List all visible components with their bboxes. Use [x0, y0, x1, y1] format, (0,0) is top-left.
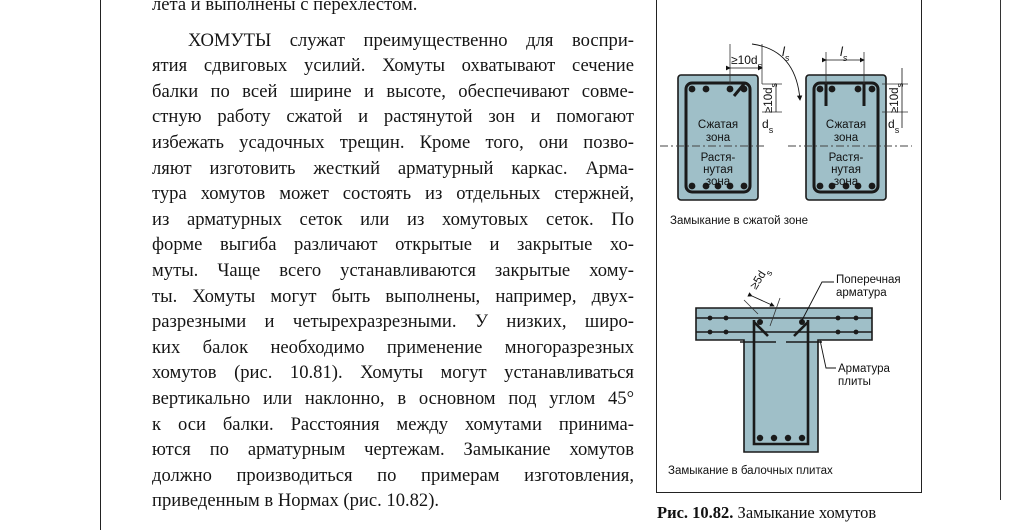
figure-title: Замыкание хомутов [737, 503, 877, 522]
text-line: форме выгиба различают открытые и закрыт… [152, 234, 634, 256]
ds-label: d [888, 117, 895, 131]
figure-number: Рис. 10.82. [657, 503, 734, 522]
beam-section-right: Сжатая зона Растя- нутая зона [788, 74, 912, 201]
tension-zone-label: зона [834, 176, 859, 188]
svg-text:ds: ds [888, 117, 900, 135]
ds-subscript: s [769, 83, 779, 88]
compressed-zone-label: Сжатая [698, 119, 738, 131]
tension-zone-label: Растя- [701, 152, 736, 164]
text-line: ких балок необходимо применение многораз… [152, 336, 634, 358]
tension-zone-label: нутая [703, 164, 733, 176]
ls-label: l [782, 44, 786, 59]
stirrup-closure-figure: Сжатая зона Растя- нутая зона ≥10ds ≥10d… [660, 43, 912, 477]
body-text-column: лета и выполнены с перехлестом. ХОМУТЫ с… [152, 0, 634, 514]
stirrups-paragraph: ХОМУТЫ служат преимущественно для воспри… [152, 28, 634, 514]
transverse-rebar-callout: Поперечная арматура [799, 274, 901, 325]
dim-10ds-label: ≥10d [731, 53, 758, 67]
text-line: разрезными и четырехразрезными. У низких… [152, 311, 634, 333]
svg-text:ls: ls [840, 44, 848, 63]
svg-text:≥10ds: ≥10ds [731, 53, 763, 71]
ds-label: d [762, 117, 769, 131]
dimensions-left: ≥10ds ≥10ds ds ls [726, 43, 803, 135]
text-line: балки по всей ширине и высоте, обеспечив… [152, 80, 634, 102]
text-line: муты. Чаще всего устанавливаются закрыты… [152, 259, 634, 281]
text-line: ХОМУТЫ служат преимущественно для воспри… [188, 29, 634, 51]
compressed-zone-label: зона [834, 132, 859, 144]
compressed-zone-label: Сжатая [826, 119, 866, 131]
ds-subscript: s [758, 61, 763, 71]
svg-text:ls: ls [782, 44, 790, 63]
page-right-rule [1000, 0, 1001, 500]
text-line: должно производиться по примерам изготов… [152, 464, 634, 486]
text-line: лета и выполнены с перехлестом. [152, 0, 418, 15]
bottom-figure-caption: Замыкание в балочных плитах [668, 465, 833, 477]
text-line: ятия сдвиговых усилий. Хомуты охватывают… [152, 55, 634, 77]
ls-subscript: s [785, 53, 790, 63]
dim-10ds-vert-label: ≥10d [889, 88, 901, 114]
text-line: из арматурных сеток или из хомутовых сет… [152, 208, 634, 230]
text-line: приведенным в Нормах (рис. 10.82). [152, 490, 440, 512]
top-figure-caption: Замыкание в сжатой зоне [670, 215, 808, 227]
text-line: ты. Хомуты могут быть выполнены, наприме… [152, 285, 634, 307]
text-line: ются по арматурным чертежам. Замыкание х… [152, 439, 634, 461]
slab-rebar-callout: Арматура плиты [819, 339, 891, 388]
svg-text:≥10ds: ≥10ds [889, 83, 905, 114]
dim-10ds-vert-label: ≥10d [763, 88, 775, 114]
text-line: избежать усадочных трещин. Кроме того, о… [152, 131, 634, 153]
ls-subscript: s [843, 53, 848, 63]
tension-zone-label: зона [706, 176, 731, 188]
slab-rebar-label: Арматура [838, 363, 891, 375]
ds-subscript: s [895, 83, 905, 88]
tension-zone-label: нутая [831, 164, 861, 176]
compressed-zone-label: зона [706, 132, 731, 144]
slab-rebar-label: плиты [838, 376, 871, 388]
beam-section-left: Сжатая зона Растя- нутая зона [660, 74, 766, 201]
svg-text:ds: ds [762, 117, 774, 135]
text-line: к оси балки. Расстояния между хомутами п… [152, 413, 634, 435]
figure-frame [656, 0, 922, 493]
svg-text:≥5ds: ≥5ds [748, 265, 774, 294]
ds-subscript: s [769, 125, 774, 135]
text-line: вертикально или наклонно, в основном под… [152, 387, 634, 409]
ds-subscript: s [764, 268, 775, 278]
ds-subscript: s [895, 125, 900, 135]
tension-zone-label: Растя- [829, 152, 864, 164]
ls-label: l [840, 44, 844, 59]
text-line: тура хомутов может состоять из отдельных… [152, 183, 634, 205]
text-line: ляют изготовить жесткий арматурный карка… [152, 157, 634, 179]
figure-caption: Рис. 10.82. Замыкание хомутов [657, 503, 876, 523]
text-line: хомутов (рис. 10.81). Хомуты могут устан… [152, 362, 634, 384]
transverse-rebar-label: арматура [836, 287, 887, 299]
text-line: стную работу сжатой и растянутой зон и п… [152, 106, 634, 128]
svg-text:≥10ds: ≥10ds [763, 83, 779, 114]
t-beam-section [695, 307, 873, 453]
dimensions-right: ls ≥10ds ds [822, 44, 908, 135]
page-margin-rule [100, 0, 101, 530]
transverse-rebar-label: Поперечная [836, 274, 901, 286]
